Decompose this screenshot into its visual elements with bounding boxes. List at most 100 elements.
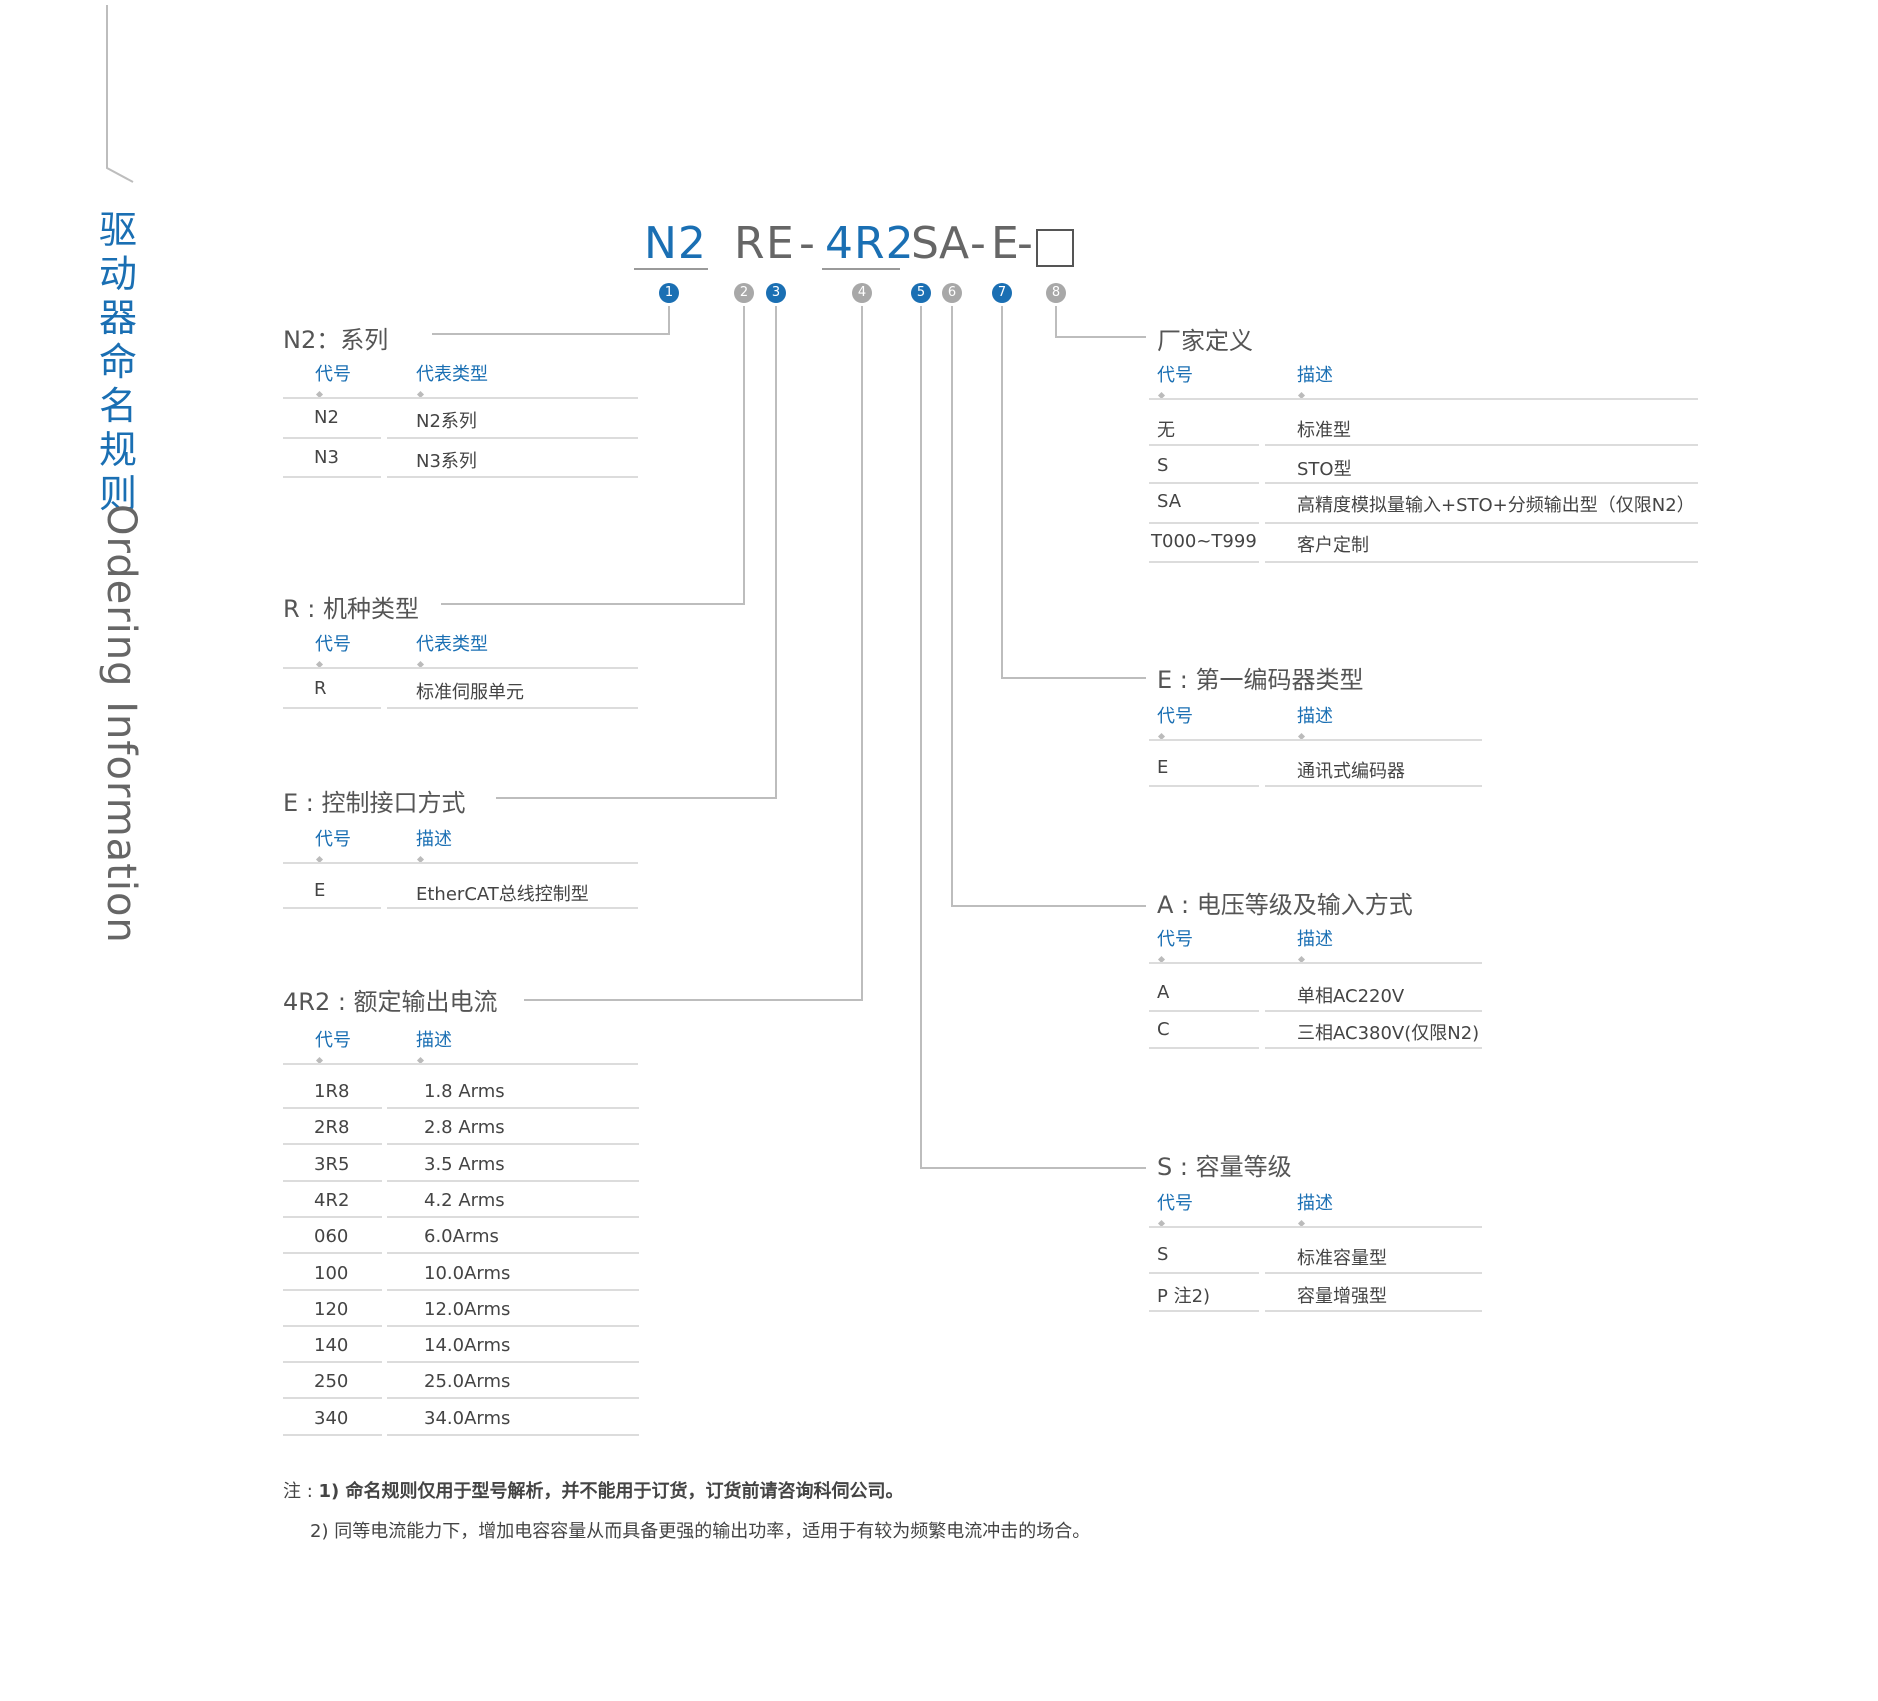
code-e: E <box>766 218 795 269</box>
table-cell: N3系列 <box>416 451 477 472</box>
series-header-type: 代表类型 <box>416 364 488 385</box>
machine-header-code: 代号 <box>315 634 351 655</box>
table-rule <box>1265 522 1698 524</box>
bubble-3: 3 <box>766 283 786 303</box>
table-rule <box>1149 522 1259 524</box>
code-dash-1: - <box>799 218 816 269</box>
table-rule <box>1149 1272 1259 1274</box>
note-1: 注 : 1) 命名规则仅用于型号解析，并不能用于订货，订货前请咨询科伺公司。 <box>283 1477 904 1503</box>
table-rule <box>1149 1226 1482 1228</box>
table-cell: 25.0Arms <box>424 1371 511 1392</box>
table-cell: 标准容量型 <box>1297 1248 1387 1269</box>
bubble-8: 8 <box>1046 283 1066 303</box>
table-rule <box>283 667 638 669</box>
code-underline-2 <box>822 268 900 270</box>
table-rule <box>387 1107 639 1109</box>
table-cell: C <box>1157 1019 1170 1040</box>
table-cell: 2R8 <box>314 1117 350 1138</box>
connector-4 <box>524 306 863 1001</box>
table-rule <box>283 476 381 478</box>
table-rule <box>283 1180 382 1182</box>
side-decor-line <box>106 5 134 183</box>
table-cell: A <box>1157 982 1170 1003</box>
encoder-header-code: 代号 <box>1157 706 1193 727</box>
table-rule <box>1265 561 1698 563</box>
table-cell: 容量增强型 <box>1297 1286 1387 1307</box>
table-cell: 250 <box>314 1371 349 1392</box>
table-cell: 无 <box>1157 420 1175 441</box>
connector-7 <box>1001 306 1146 679</box>
table-rule <box>387 707 638 709</box>
capacity-header-code: 代号 <box>1157 1193 1193 1214</box>
table-rule <box>387 1216 639 1218</box>
table-cell: 单相AC220V <box>1297 986 1405 1007</box>
code-dash-2: - <box>970 218 987 269</box>
table-rule <box>387 1289 639 1291</box>
current-title: 4R2 : 额定输出电流 <box>283 988 498 1016</box>
series-title: N2：系列 <box>283 326 389 354</box>
table-cell: SA <box>1157 491 1182 512</box>
table-rule <box>1149 739 1482 741</box>
vendor-header-code: 代号 <box>1157 365 1193 386</box>
connector-2 <box>441 306 745 605</box>
table-rule <box>283 1252 382 1254</box>
table-rule <box>283 1143 382 1145</box>
bubble-1: 1 <box>659 283 679 303</box>
table-rule <box>387 437 638 439</box>
connector-6 <box>951 306 1146 907</box>
table-rule <box>1265 1272 1482 1274</box>
table-cell: E <box>314 880 326 901</box>
table-rule <box>387 1434 639 1436</box>
table-cell: N2 <box>314 407 339 428</box>
table-cell: 1.8 Arms <box>424 1081 505 1102</box>
table-rule <box>387 907 638 909</box>
bubble-4: 4 <box>852 283 872 303</box>
current-header-code: 代号 <box>315 1030 351 1051</box>
table-rule <box>387 1180 639 1182</box>
table-cell: 标准伺服单元 <box>416 682 524 703</box>
table-rule <box>1149 785 1259 787</box>
table-cell: 120 <box>314 1299 349 1320</box>
code-e2: E <box>991 218 1020 269</box>
table-cell: N3 <box>314 447 339 468</box>
table-cell: 060 <box>314 1226 349 1247</box>
table-rule <box>1149 561 1259 563</box>
control-title: E : 控制接口方式 <box>283 789 466 817</box>
table-cell: R <box>314 678 327 699</box>
table-rule <box>387 1397 639 1399</box>
table-rule <box>1149 398 1698 400</box>
table-cell: 4R2 <box>314 1190 350 1211</box>
table-rule <box>283 1216 382 1218</box>
code-option-box <box>1036 229 1074 267</box>
voltage-header-code: 代号 <box>1157 929 1193 950</box>
table-rule <box>1265 785 1482 787</box>
table-rule <box>283 1289 382 1291</box>
table-rule <box>387 1252 639 1254</box>
table-cell: 3R5 <box>314 1154 350 1175</box>
table-rule <box>387 476 638 478</box>
table-rule <box>1149 444 1259 446</box>
machine-title: R : 机种类型 <box>283 595 420 623</box>
table-cell: N2系列 <box>416 411 477 432</box>
code-a: A <box>939 218 971 269</box>
code-s: S <box>911 218 940 269</box>
table-cell: 100 <box>314 1263 349 1284</box>
bubble-5: 5 <box>911 283 931 303</box>
table-rule <box>283 907 381 909</box>
table-rule <box>283 1107 382 1109</box>
table-rule <box>1265 1310 1482 1312</box>
encoder-title: E : 第一编码器类型 <box>1157 666 1364 694</box>
table-rule <box>1149 1310 1259 1312</box>
table-cell: STO型 <box>1297 459 1352 480</box>
connector-1 <box>432 306 670 335</box>
table-cell: 14.0Arms <box>424 1335 511 1356</box>
vendor-header-desc: 描述 <box>1297 365 1333 386</box>
table-rule <box>1149 482 1259 484</box>
table-rule <box>387 1143 639 1145</box>
table-rule <box>1265 444 1698 446</box>
table-rule <box>283 397 638 399</box>
series-header-code: 代号 <box>315 364 351 385</box>
current-header-desc: 描述 <box>416 1030 452 1051</box>
table-rule <box>283 437 381 439</box>
